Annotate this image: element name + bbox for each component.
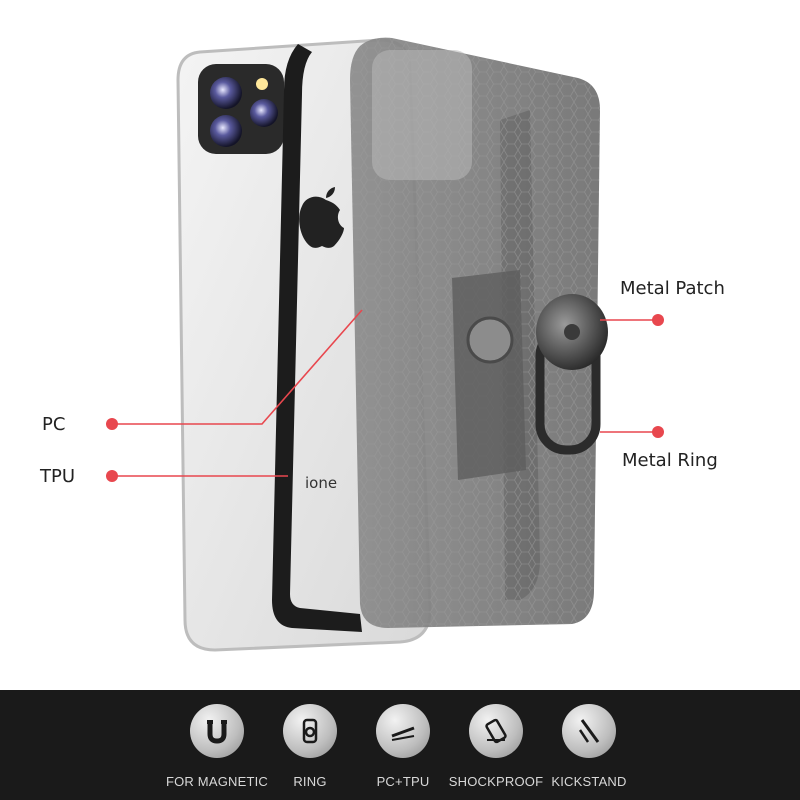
callout-dot-tpu xyxy=(106,470,118,482)
magnet-icon xyxy=(190,704,244,758)
features-band: FOR MAGNETIC RING PC+TPU SHOCKPROOF KICK… xyxy=(0,690,800,800)
feature-shockproof: SHOCKPROOF xyxy=(436,704,556,789)
callout-dot-metal-ring xyxy=(652,426,664,438)
feature-label: SHOCKPROOF xyxy=(448,774,544,789)
callout-label-pc: PC xyxy=(42,414,66,435)
apple-logo-icon xyxy=(299,187,344,248)
feature-for-magnetic: FOR MAGNETIC xyxy=(157,704,277,789)
feature-kickstand: KICKSTAND xyxy=(529,704,649,789)
feature-label: PC+TPU xyxy=(376,774,430,789)
ring-icon xyxy=(283,704,337,758)
callout-label-metal-ring: Metal Ring xyxy=(622,450,718,471)
callout-lines xyxy=(112,309,658,477)
camera-lens-icon xyxy=(210,115,242,147)
metal-ring xyxy=(535,294,608,455)
feature-label: RING xyxy=(293,774,327,789)
pc-case-back xyxy=(350,37,600,628)
camera-lens-icon xyxy=(210,77,242,109)
callout-dots xyxy=(106,314,664,482)
shockproof-icon xyxy=(469,704,523,758)
kickstand-icon xyxy=(562,704,616,758)
pc-tpu-icon xyxy=(376,704,430,758)
camera-lens-icon xyxy=(250,99,278,127)
callout-dot-metal-patch xyxy=(652,314,664,326)
feature-label: FOR MAGNETIC xyxy=(165,774,269,789)
callout-dot-pc xyxy=(106,418,118,430)
flash-icon xyxy=(256,78,268,90)
product-scene: PC TPU Metal Patch Metal Ring ione xyxy=(40,37,725,652)
phone-back-text: ione xyxy=(305,474,338,492)
callout-label-metal-patch: Metal Patch xyxy=(620,278,725,299)
feature-ring: RING xyxy=(250,704,370,789)
phone-case-illustration xyxy=(106,37,664,652)
feature-pc-tpu: PC+TPU xyxy=(343,704,463,789)
callout-label-tpu: TPU xyxy=(40,466,76,487)
feature-label: KICKSTAND xyxy=(551,774,627,789)
